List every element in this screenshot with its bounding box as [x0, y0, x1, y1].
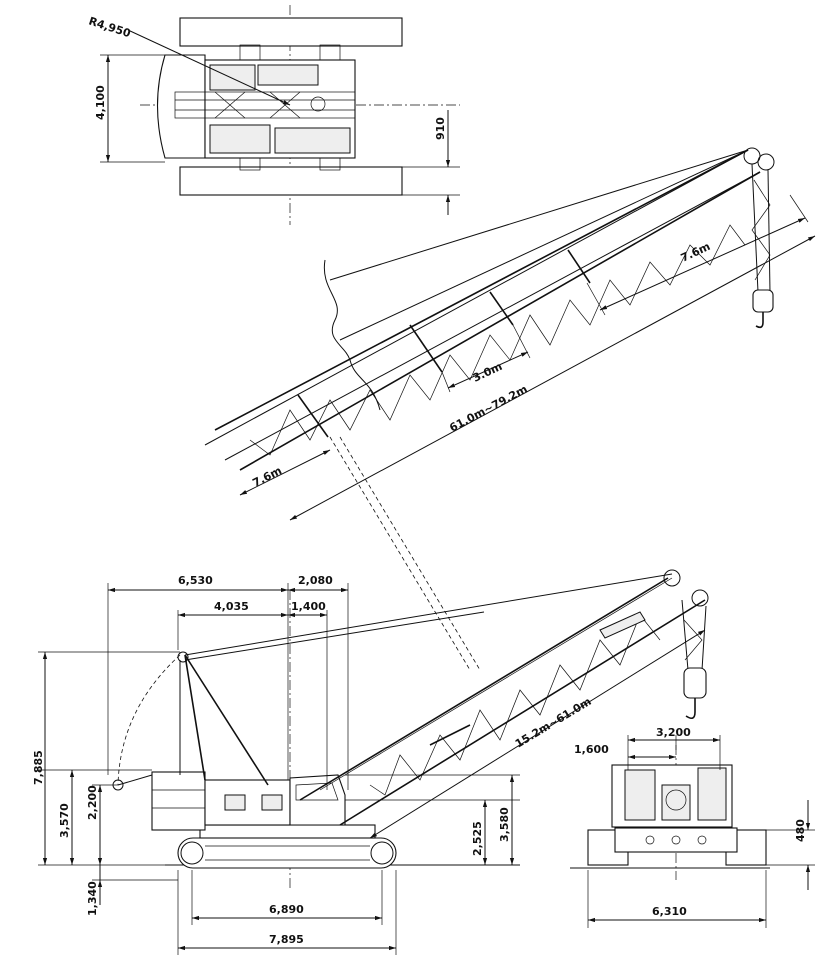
jib-base-section-label: 7.6m: [250, 464, 283, 490]
top-offset-label: 910: [434, 117, 447, 140]
mast-rear-label: 4,035: [214, 600, 249, 613]
side-hook-block: [683, 667, 707, 699]
side-view: 6,530 2,080 4,035 1,400 7,885 3,570 2,20…: [32, 569, 709, 955]
top-counterweight: [157, 54, 206, 159]
jib-section-label: 7.6m: [679, 240, 713, 265]
jib-hook-block: [752, 289, 774, 313]
top-track-lower: [179, 166, 403, 196]
side-crawler: [177, 837, 397, 869]
rear-offset-label: 1,600: [574, 743, 609, 756]
cab-height-label: 3,580: [498, 807, 511, 842]
side-counterweight: [151, 771, 206, 831]
ground-clearance-label: 1,340: [86, 881, 99, 916]
overall-rear-label: 6,530: [178, 574, 213, 587]
boom-foot-height-label: 2,525: [471, 821, 484, 856]
top-view: R4,950 4,100 910: [87, 5, 460, 225]
height-mast-pin-label: 2,200: [86, 785, 99, 820]
jib-insert-label: 3.0m: [471, 360, 505, 385]
top-radius-label: R4,950: [87, 14, 132, 40]
rear-overall-width-label: 6,310: [652, 905, 687, 918]
height-mast-label: 3,570: [58, 803, 71, 838]
jib-detail: 7.6m 3.0m 61.0m~79.2m 7.6m: [204, 147, 816, 671]
height-total-label: 7,885: [32, 750, 45, 785]
mast-front-label: 1,400: [291, 600, 326, 613]
overall-front-label: 2,080: [298, 574, 333, 587]
rear-width-label: 3,200: [656, 726, 691, 739]
top-width-label: 4,100: [94, 85, 107, 120]
jib-length-label: 61.0m~79.2m: [447, 383, 529, 435]
rear-track-height-label: 480: [794, 819, 807, 842]
rear-view: 3,200 1,600 480 6,310: [570, 726, 815, 928]
top-track-upper: [179, 17, 403, 47]
crawler-length-label: 6,890: [269, 903, 304, 916]
overall-length-label: 7,895: [269, 933, 304, 946]
